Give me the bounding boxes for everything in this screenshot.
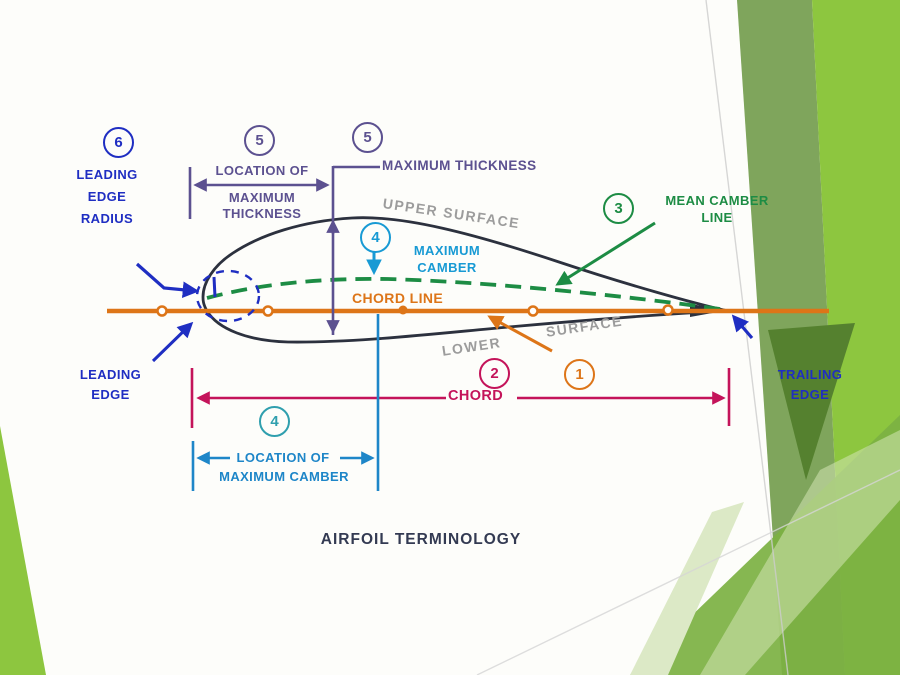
badge-location-max-thickness: 5	[244, 125, 275, 156]
label-line: CHORD	[448, 388, 504, 404]
max-thickness-label: MAXIMUM THICKNESS	[382, 158, 537, 173]
chord-marker-dot	[662, 304, 674, 316]
label-line: EDGE	[87, 189, 127, 204]
badge-number: 4	[270, 413, 279, 430]
label-line: THICKNESS	[222, 206, 302, 221]
mean-camber-line	[206, 276, 728, 312]
label-line: CAMBER	[417, 260, 477, 275]
max-camber-label: MAXIMUM CAMBER	[397, 242, 497, 276]
thin-diagonal-line-1	[705, 0, 789, 675]
radius-tick	[212, 276, 217, 298]
trailing-edge-label: TRAILING EDGE	[760, 365, 860, 405]
leading-edge-arrow	[151, 321, 194, 363]
badge-number: 1	[575, 366, 584, 383]
chord-marker-dot	[156, 305, 168, 317]
label-line: MAXIMUM THICKNESS	[382, 158, 537, 173]
label-line: MAXIMUM	[413, 243, 481, 258]
green-band-pale	[700, 430, 900, 675]
badge-number: 3	[614, 200, 623, 217]
location-max-camber-label-2: MAXIMUM CAMBER	[192, 469, 376, 484]
badge-number: 4	[371, 229, 380, 246]
trailing-edge-arrow	[731, 314, 754, 340]
label-line: EDGE	[91, 387, 130, 402]
label-line: LOCATION OF	[236, 450, 330, 465]
label-line: MEAN CAMBER	[665, 193, 769, 208]
label-line: LEADING	[79, 367, 142, 382]
label-line: RADIUS	[80, 211, 134, 226]
slide-title: AIRFOIL TERMINOLOGY	[305, 531, 537, 548]
badge-location-max-camber: 4	[259, 406, 290, 437]
leading-edge-radius-arrow	[135, 262, 200, 299]
chord-marker-dot	[262, 305, 274, 317]
mean-camber-line-label: MEAN CAMBER LINE	[652, 192, 782, 226]
leading-edge-radius-circle	[195, 269, 261, 323]
thin-diagonal-line-2	[476, 469, 900, 675]
badge-chord: 2	[479, 358, 510, 389]
label-line: MAXIMUM CAMBER	[219, 469, 349, 484]
label-line: LINE	[701, 210, 733, 225]
badge-mean-camber: 3	[603, 193, 634, 224]
location-max-thickness-label-bottom: MAXIMUM THICKNESS	[198, 190, 326, 222]
chord-marker-dot-filled	[398, 305, 408, 315]
chord-line-label: CHORD LINE	[352, 291, 443, 306]
location-max-camber-label-1: LOCATION OF	[222, 450, 344, 465]
label-line: CHORD LINE	[352, 290, 444, 306]
mean-camber-arrow	[555, 221, 656, 286]
label-line: LEADING	[76, 167, 138, 182]
green-sliver-pale	[630, 502, 744, 675]
location-max-thickness-label-top: LOCATION OF	[198, 163, 326, 178]
title-text: AIRFOIL TERMINOLOGY	[320, 531, 522, 548]
airfoil-outline	[201, 216, 729, 344]
badge-chord-line: 1	[564, 359, 595, 390]
badge-number: 2	[490, 365, 499, 382]
green-wedge-left	[0, 426, 46, 675]
badge-max-camber: 4	[360, 222, 391, 253]
green-triangle-dark	[768, 323, 855, 480]
label-line: TRAILING	[777, 367, 843, 382]
label-line: LOCATION OF	[215, 163, 309, 178]
label-line: MAXIMUM	[228, 190, 296, 205]
chord-marker-dot	[527, 305, 539, 317]
label-line: EDGE	[790, 387, 830, 402]
leading-edge-radius-label: LEADING EDGE RADIUS	[57, 164, 157, 230]
badge-number: 5	[363, 129, 372, 146]
chord-label: CHORD	[448, 389, 503, 404]
badge-number: 6	[114, 134, 123, 151]
badge-number: 5	[255, 132, 264, 149]
chord-line-arrow	[487, 315, 553, 353]
badge-leading-edge-radius: 6	[103, 127, 134, 158]
leading-edge-label: LEADING EDGE	[63, 365, 158, 405]
badge-max-thickness: 5	[352, 122, 383, 153]
